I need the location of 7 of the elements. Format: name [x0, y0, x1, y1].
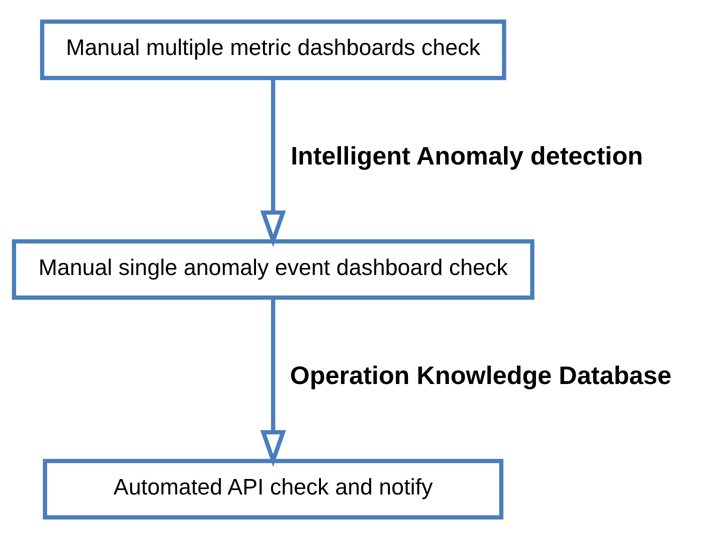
node-box: Manual single anomaly event dashboard check	[12, 239, 534, 300]
edge-label: Intelligent Anomaly detection	[290, 142, 644, 170]
node-box: Automated API check and notify	[42, 458, 504, 520]
edge-label: Operation Knowledge Database	[290, 362, 672, 390]
arrow	[260, 298, 286, 467]
node-box: Manual multiple metric dashboards check	[40, 20, 506, 80]
arrow	[260, 78, 286, 248]
